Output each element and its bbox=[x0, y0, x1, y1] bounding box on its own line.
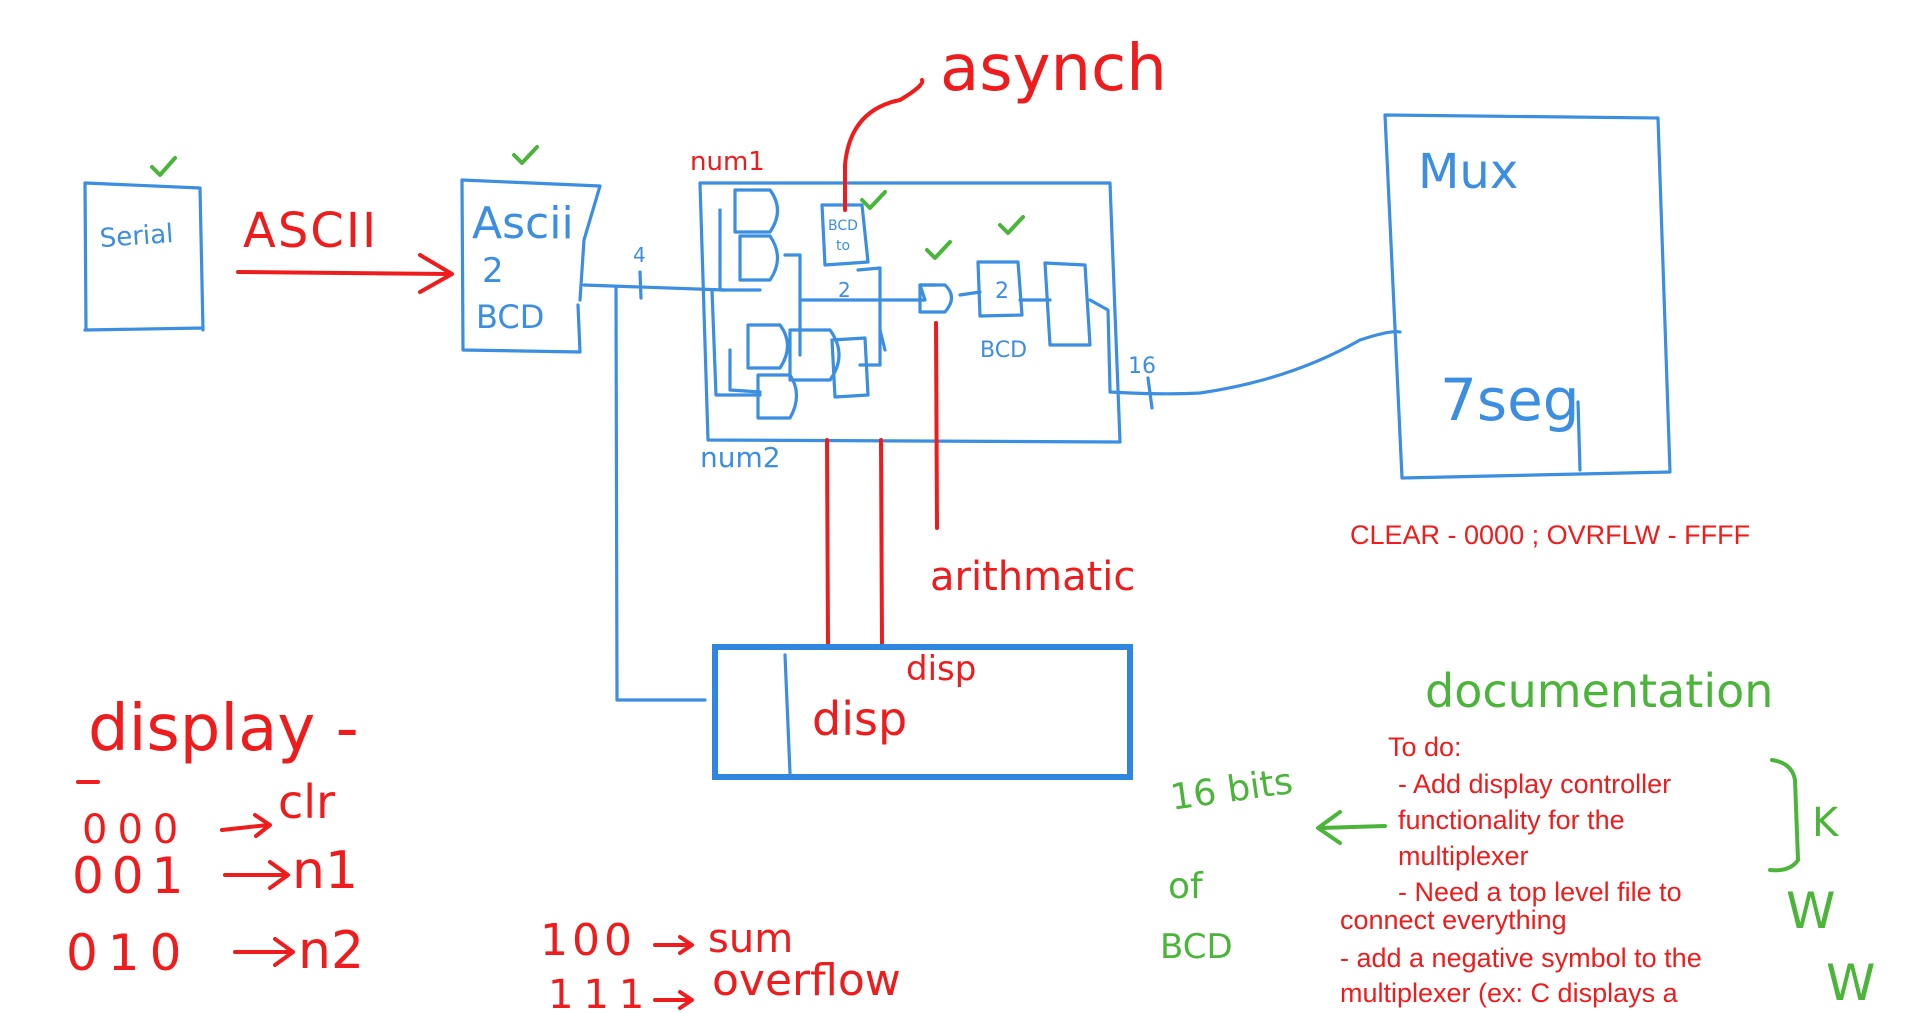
bcd-to-2-l2: to bbox=[836, 238, 850, 254]
bus-width-16: 16 bbox=[1128, 354, 1156, 379]
sixteen-bit-bus: 16 bbox=[1108, 330, 1402, 410]
display-code-row: 001 n1 bbox=[72, 841, 358, 905]
display-meaning: sum bbox=[708, 916, 793, 962]
display-code: 001 bbox=[72, 847, 191, 905]
ascii-check-icon bbox=[512, 145, 539, 165]
two-to-bcd-l1: 2 bbox=[995, 279, 1009, 304]
ascii-block-line1: Ascii bbox=[472, 198, 574, 249]
display-code-table: display - 000 clr 001 n1 010 n2 100 sum … bbox=[66, 692, 901, 1013]
ascii-wire-label: ASCII bbox=[243, 203, 378, 259]
bcd-to-2-l1: BCD bbox=[828, 218, 858, 234]
serial-block: Serial bbox=[83, 156, 205, 332]
todo-list: To do: - Add display controller function… bbox=[1340, 732, 1875, 1012]
display-code: 010 bbox=[66, 924, 191, 982]
display-code: 111 bbox=[548, 972, 654, 1013]
todo-mark: K bbox=[1812, 800, 1840, 846]
display-code: 100 bbox=[540, 915, 636, 966]
display-code-row: 111 overflow bbox=[548, 955, 901, 1013]
bcd-to-2-check-icon bbox=[860, 190, 887, 210]
num1-label: num1 bbox=[690, 147, 765, 177]
bcd-check-icon bbox=[998, 215, 1025, 235]
serial-check-icon bbox=[150, 156, 177, 177]
ascii-block-line2: 2 bbox=[482, 251, 504, 291]
four-bit-bus: 4 bbox=[582, 243, 727, 702]
display-meaning: n1 bbox=[292, 841, 358, 901]
ascii-block-line3: BCD bbox=[476, 298, 544, 336]
display-codes-title: display - bbox=[88, 692, 359, 766]
ascii-arrow: ASCII bbox=[236, 203, 454, 294]
todo-line: - add a negative symbol to the bbox=[1340, 943, 1702, 973]
mux-7seg-block: Mux 7seg bbox=[1383, 113, 1672, 480]
todo-title: To do: bbox=[1388, 732, 1462, 762]
bits-note-line3: BCD bbox=[1160, 927, 1233, 967]
arithmatic-annotation: arithmatic bbox=[930, 554, 1135, 600]
bits-note-line1: 16 bits bbox=[1168, 761, 1295, 819]
display-meaning: clr bbox=[278, 775, 335, 829]
todo-line: functionality for the bbox=[1398, 805, 1625, 835]
ascii-to-bcd-block: Ascii 2 BCD bbox=[460, 145, 602, 354]
two-to-bcd-l2: BCD bbox=[980, 338, 1027, 363]
display-code-row: 010 n2 bbox=[66, 921, 364, 982]
display-code-row: 000 clr bbox=[82, 775, 335, 853]
bcd-to-2-l3: 2 bbox=[838, 278, 851, 302]
display-meaning: n2 bbox=[298, 921, 364, 981]
adder-check-icon bbox=[925, 240, 952, 260]
serial-block-label: Serial bbox=[99, 219, 174, 254]
seven-seg-label: 7seg bbox=[1440, 366, 1580, 434]
todo-line: multiplexer bbox=[1398, 841, 1529, 871]
bus-width-4: 4 bbox=[633, 243, 646, 267]
display-meaning: overflow bbox=[712, 955, 901, 1006]
two-to-bcd-converter bbox=[976, 260, 1024, 318]
disp-annotation: disp bbox=[906, 649, 976, 689]
display-code-row: 100 sum bbox=[540, 915, 793, 966]
num2-label: num2 bbox=[700, 441, 781, 474]
display-code: 000 bbox=[82, 807, 188, 853]
todo-line: - Add display controller bbox=[1398, 769, 1671, 799]
bcd-to-2-converter bbox=[820, 203, 870, 267]
todo-mark: W bbox=[1786, 882, 1835, 940]
asynch-annotation: asynch bbox=[940, 32, 1167, 106]
mux-label: Mux bbox=[1418, 144, 1518, 200]
todo-mark: W bbox=[1826, 954, 1875, 1012]
todo-line: connect everything bbox=[1340, 905, 1567, 935]
bits-note-line2: of bbox=[1168, 866, 1204, 907]
todo-line: multiplexer (ex: C displays a bbox=[1340, 978, 1679, 1008]
todo-line: - Need a top level file to bbox=[1398, 877, 1682, 907]
display-inner-label: disp bbox=[812, 692, 907, 746]
clear-overflow-note: CLEAR - 0000 ; OVRFLW - FFFF bbox=[1350, 520, 1750, 550]
display-block: disp disp bbox=[712, 644, 1133, 780]
documentation-heading: documentation bbox=[1425, 664, 1773, 718]
bits-of-bcd-note: 16 bits of BCD bbox=[1160, 761, 1387, 967]
arithmetic-block: num1 num2 BCD to 2 2 BCD bbox=[690, 78, 1122, 649]
